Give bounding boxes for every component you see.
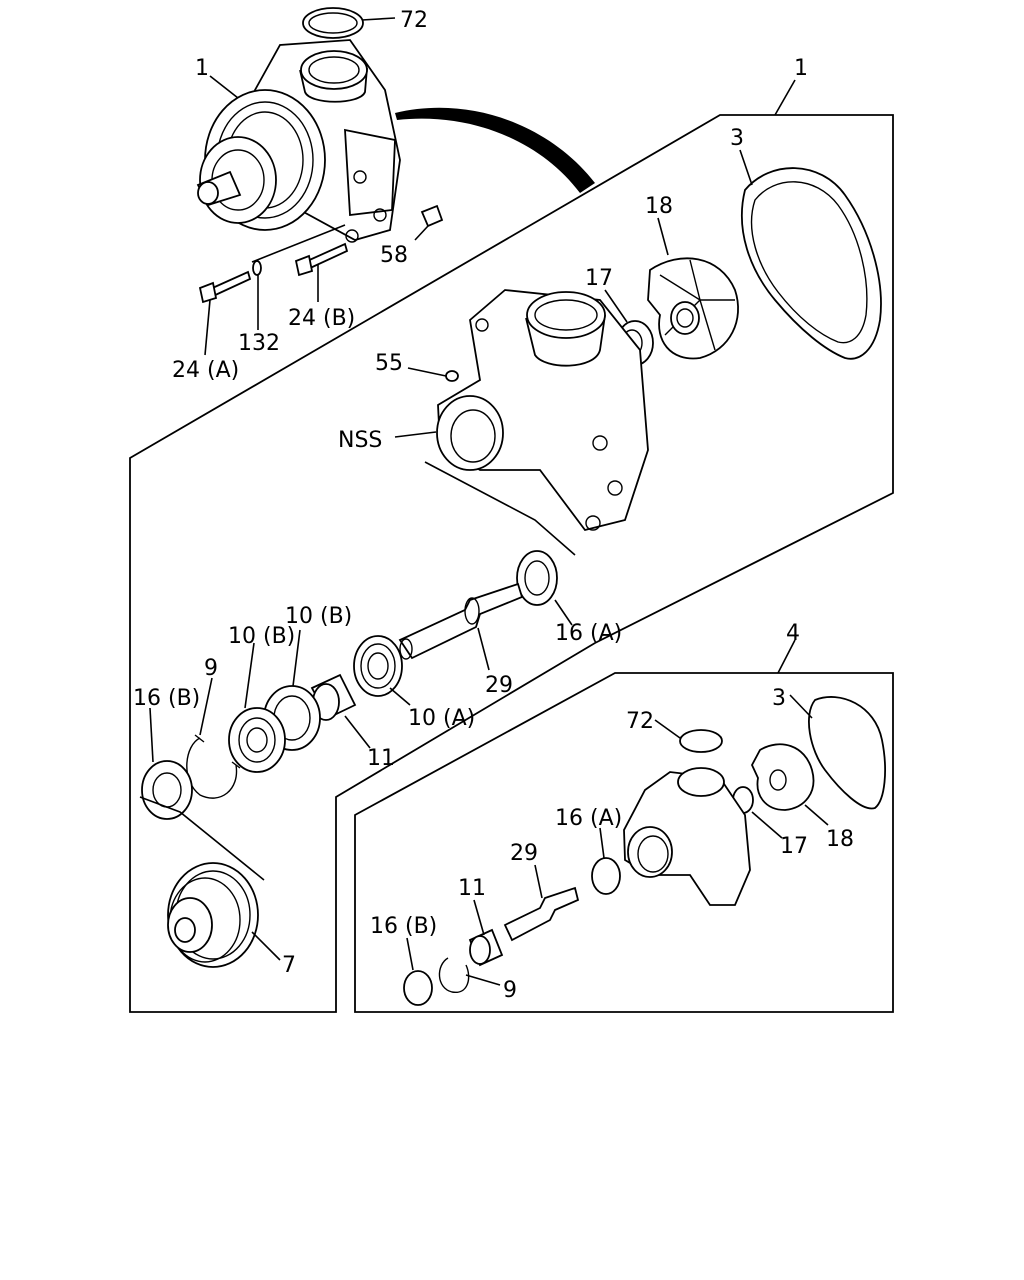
snap-ring-9-mid	[186, 737, 238, 799]
label-11-mid: 11	[367, 746, 395, 771]
label-16b-mid: 16 (B)	[133, 686, 200, 711]
bearing-10b-inner	[228, 707, 286, 773]
seal-16a-mid	[516, 550, 558, 606]
plug-55	[445, 370, 459, 382]
label-7: 7	[282, 953, 296, 978]
label-18-bot: 18	[826, 827, 854, 852]
label-1-top: 1	[195, 56, 209, 81]
part-labels: 72 1 1 3 18 17 58 24 (B) 132 24 (A) 55 N…	[133, 8, 854, 1003]
label-72-top: 72	[400, 8, 428, 33]
label-nss: NSS	[338, 428, 382, 453]
shaft-29-bot	[503, 886, 580, 942]
label-132: 132	[238, 331, 280, 356]
label-17-bot: 17	[780, 834, 808, 859]
impeller-18-bot	[750, 743, 815, 811]
pump-assembly-drawing	[196, 7, 595, 304]
main-kit-frame	[129, 114, 894, 1013]
plug-58	[420, 204, 444, 228]
label-58: 58	[380, 243, 408, 268]
seal-16b-mid	[141, 760, 193, 820]
label-4: 4	[786, 621, 800, 646]
label-29-bot: 29	[510, 841, 538, 866]
label-9-bot: 9	[503, 978, 517, 1003]
label-16b-bot: 16 (B)	[370, 914, 437, 939]
label-29-mid: 29	[485, 673, 513, 698]
label-55: 55	[375, 351, 403, 376]
washer-132	[252, 260, 262, 276]
label-10b-a: 10 (B)	[285, 604, 352, 629]
main-kit-parts	[139, 167, 882, 968]
leader-lines	[149, 17, 829, 986]
label-24a-top: 24 (A)	[172, 358, 239, 383]
gasket-3-top	[741, 167, 882, 360]
gasket-3-bot	[808, 696, 886, 810]
label-18-top: 18	[645, 194, 673, 219]
label-24b-top: 24 (B)	[288, 306, 355, 331]
label-10a: 10 (A)	[408, 706, 475, 731]
label-9-mid: 9	[204, 656, 218, 681]
label-17-top: 17	[585, 266, 613, 291]
label-1-frame: 1	[794, 56, 808, 81]
label-16a-mid: 16 (A)	[555, 621, 622, 646]
sub-kit-frame	[354, 672, 894, 1013]
o-ring-72-bot	[679, 729, 723, 753]
label-16a-bot: 16 (A)	[555, 806, 622, 831]
label-72-bot: 72	[626, 709, 654, 734]
seal-16a-bot	[591, 857, 621, 895]
snap-ring-9-bot	[438, 957, 470, 993]
label-11-bot: 11	[458, 876, 486, 901]
sub-kit-parts	[403, 696, 886, 1006]
pulley-7	[167, 862, 259, 968]
shaft-29-mid	[398, 582, 524, 660]
label-3-top: 3	[730, 126, 744, 151]
label-10b-b: 10 (B)	[228, 624, 295, 649]
seal-16b-bot	[403, 970, 433, 1006]
label-3-bot: 3	[772, 686, 786, 711]
assembly-arrow	[395, 107, 595, 193]
